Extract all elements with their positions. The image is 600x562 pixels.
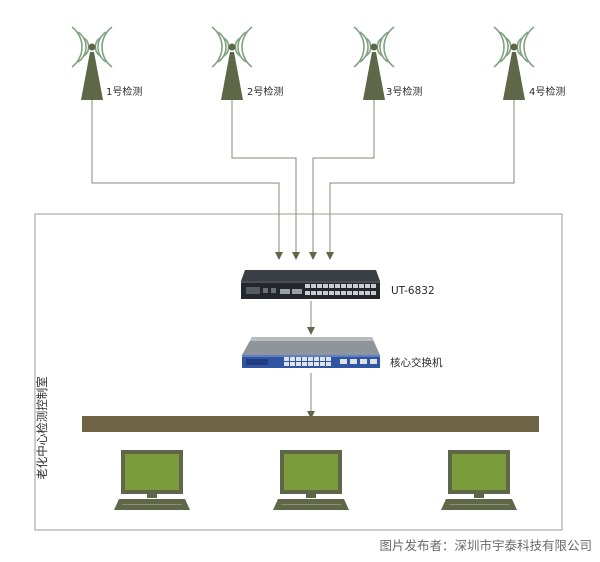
workstation-3 (441, 450, 517, 510)
control-room-label: 老化中心检测控制室 (27, 368, 57, 488)
tower-1-label: 1号检测 (106, 87, 143, 98)
antenna-tower-icon (81, 52, 103, 100)
core-switch-device (242, 337, 380, 368)
monitor-icon (114, 450, 190, 510)
monitor-icon (441, 450, 517, 510)
antenna-tower-icon (363, 52, 385, 100)
tower-4-label: 4号检测 (529, 87, 566, 98)
workstation-1 (114, 450, 190, 510)
switch-ports (284, 357, 377, 366)
tower-1 (71, 26, 113, 100)
network-bus-bar (82, 416, 539, 432)
antenna-tower-icon (221, 52, 243, 100)
tower-3-label: 3号检测 (386, 87, 423, 98)
antenna-tower-icon (503, 52, 525, 100)
control-room-label-text: 老化中心检测控制室 (35, 376, 49, 480)
tower-2-wire (231, 100, 300, 260)
serial-server-device (241, 270, 380, 299)
signal-wave-icon (71, 26, 113, 68)
image-credit: 图片发布者：深圳市宇泰科技有限公司 (379, 538, 592, 553)
tower-4-wire (326, 100, 515, 260)
core-switch-label: 核心交换机 (390, 357, 443, 369)
tower-1-wire (91, 100, 283, 260)
tower-3-wire (309, 100, 375, 260)
serial-ports (305, 284, 376, 295)
tower-4 (493, 26, 535, 100)
serial-server-label: UT-6832 (391, 285, 435, 297)
control-room-box (34, 213, 563, 531)
signal-wave-icon (353, 26, 395, 68)
monitor-icon (273, 450, 349, 510)
tower-2-label: 2号检测 (247, 87, 284, 98)
workstation-2 (273, 450, 349, 510)
tower-wires (91, 100, 515, 419)
tower-2 (211, 26, 253, 100)
tower-3 (353, 26, 395, 100)
